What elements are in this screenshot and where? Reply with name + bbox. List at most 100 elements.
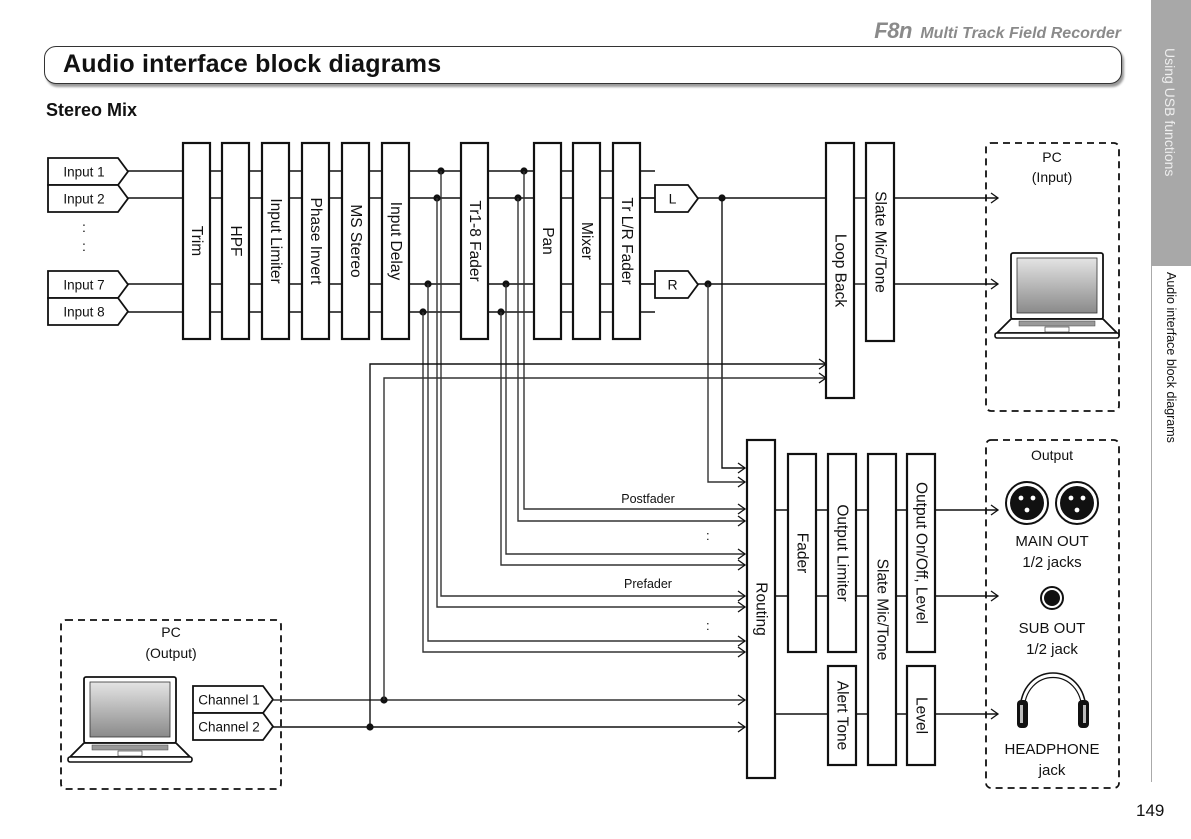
xlr-pin <box>1068 495 1074 501</box>
main-out-sublabel: 1/2 jacks <box>1022 554 1081 571</box>
pc-output-title: PC <box>161 624 180 640</box>
block-ms-stereo-label: MS Stereo <box>347 204 364 277</box>
sub-out-label: SUB OUT <box>1019 620 1086 637</box>
chapter-tab[interactable] <box>1151 0 1191 266</box>
block-fader-label: Fader <box>794 533 811 574</box>
block-tr1-8-fader <box>459 141 490 341</box>
output-title: Output <box>1031 447 1073 463</box>
pc-input-laptop <box>994 252 1120 339</box>
laptop-trackpad <box>117 750 143 757</box>
block-tr-l-r-fader-label: Tr L/R Fader <box>618 197 635 284</box>
arrow-head <box>737 721 747 733</box>
block-ms-stereo <box>340 141 371 341</box>
postfader-tap <box>523 171 745 510</box>
headphone-highlight <box>1020 705 1023 723</box>
channel-2-loopback <box>369 363 826 727</box>
routing-ellipsis: : <box>706 618 710 633</box>
input-tag-4-label: Input 8 <box>63 305 104 320</box>
block-input-delay-label: Input Delay <box>387 202 404 281</box>
main-out-label: MAIN OUT <box>1015 533 1088 550</box>
prefader-tap <box>427 284 745 642</box>
prefader-tap <box>422 312 745 653</box>
block-phase-invert-label: Phase Invert <box>307 197 324 285</box>
section-subtitle: Stereo Mix <box>46 100 138 120</box>
xlr-inner <box>1010 486 1044 520</box>
input-tag-2 <box>47 184 130 213</box>
arrow-head <box>737 462 747 474</box>
input-ellipsis: : <box>82 219 86 235</box>
arrow-head <box>737 503 747 515</box>
sub-out-jack-core <box>1044 590 1060 606</box>
input-tag-3 <box>47 270 130 299</box>
channel-tag-2-label: Channel 2 <box>198 720 260 735</box>
block-output-limiter-label: Output Limiter <box>834 504 851 601</box>
laptop-screen <box>89 681 171 738</box>
block-alert-tone <box>826 664 858 767</box>
block-tr-l-r-fader <box>611 141 642 341</box>
channel-1-loopback <box>383 377 826 700</box>
output-box <box>985 439 1120 789</box>
block-trim <box>181 141 212 341</box>
arrow-head <box>990 278 1000 290</box>
block-pan-label: Pan <box>539 227 556 255</box>
arrow-head <box>737 694 747 706</box>
routing-ellipsis: : <box>706 528 710 543</box>
laptop-edge <box>994 332 1120 339</box>
arrow-head <box>737 601 747 613</box>
block-output-level-label: Output On/Off, Level <box>913 482 930 624</box>
brand-header: F8n Multi Track Field Recorder <box>874 18 1121 44</box>
prefader-tap <box>436 198 745 608</box>
block-pan <box>532 141 563 341</box>
pc-input-title: PC <box>1042 149 1061 165</box>
prefader-label: Prefader <box>624 577 672 591</box>
xlr-pin <box>1074 507 1080 513</box>
xlr-pin <box>1080 495 1086 501</box>
arrow-head <box>737 476 747 488</box>
block-slate-output <box>866 452 898 767</box>
block-level <box>905 664 937 767</box>
page-number: 149 <box>1136 801 1165 820</box>
block-output-limiter <box>826 452 858 654</box>
headphone-highlight <box>1083 705 1086 723</box>
laptop-edge <box>67 756 193 763</box>
pc-output-subtitle: (Output) <box>145 645 196 661</box>
bus-tag-right-label: R <box>667 277 677 293</box>
arrow-head <box>737 590 747 602</box>
block-hpf-label: HPF <box>227 226 244 257</box>
arrow-head <box>737 548 747 560</box>
block-input-delay <box>380 141 411 341</box>
sub-out-sublabel: 1/2 jack <box>1026 641 1078 658</box>
postfader-label: Postfader <box>621 492 675 506</box>
channel-tag-1-label: Channel 1 <box>198 693 260 708</box>
block-fader <box>786 452 818 654</box>
xlr-jack-icon <box>1055 481 1099 525</box>
bus-tag-left <box>654 184 700 213</box>
input-ellipsis: : <box>82 238 86 254</box>
block-slate-output-label: Slate Mic/Tone <box>874 559 891 661</box>
bus-tag-left-label: L <box>669 191 677 207</box>
arrow-head <box>990 708 1000 720</box>
input-tag-3-label: Input 7 <box>63 278 104 293</box>
arrow-head <box>737 515 747 527</box>
block-tr1-8-fader-label: Tr1-8 Fader <box>466 200 483 281</box>
input-tag-1-label: Input 1 <box>63 165 104 180</box>
channel-tag-2 <box>192 712 275 741</box>
input-tag-4 <box>47 297 130 326</box>
headphone-band-inner <box>1023 677 1083 713</box>
xlr-inner <box>1060 486 1094 520</box>
headphone-icon <box>1017 672 1089 728</box>
pc-input-subtitle: (Input) <box>1032 169 1072 185</box>
laptop-trackpad <box>1044 326 1070 333</box>
title-box: Audio interface block diagrams <box>44 46 1122 84</box>
page-title: Audio interface block diagrams <box>63 50 442 78</box>
xlr-pin <box>1030 495 1036 501</box>
block-mixer-label: Mixer <box>578 222 595 260</box>
headphone-sublabel: jack <box>1038 762 1066 779</box>
arrow-head <box>990 192 1000 204</box>
prefader-tap <box>440 171 745 597</box>
block-loop-back-label: Loop Back <box>832 234 849 307</box>
block-phase-invert <box>300 141 331 341</box>
arrow-head <box>990 590 1000 602</box>
arrow-head <box>737 559 747 571</box>
